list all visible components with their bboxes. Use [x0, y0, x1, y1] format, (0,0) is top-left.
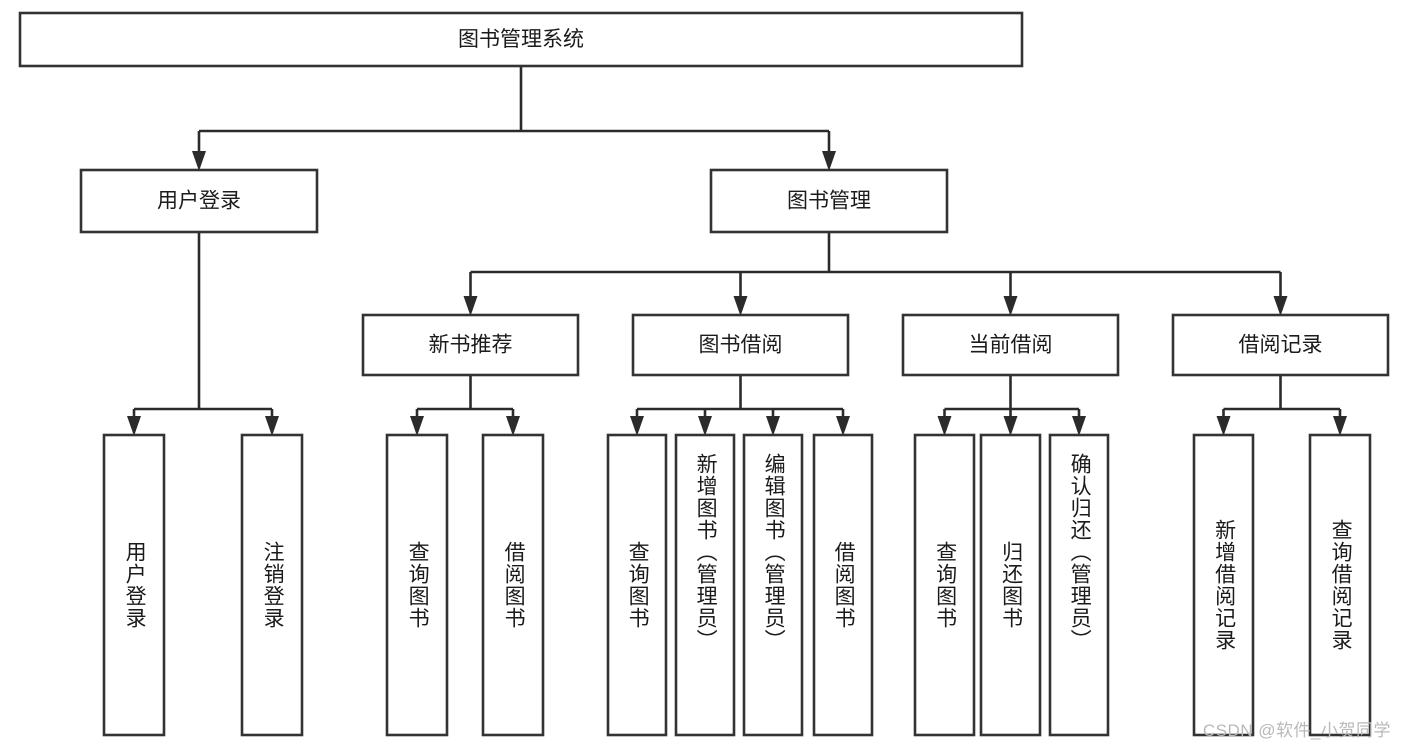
csdn-watermark: CSDN @软件_小贺同学	[1202, 721, 1391, 740]
arrow-head-icon-leaf-query-book-current	[937, 416, 952, 436]
node-box-leaf-add-borrow-record[interactable]	[1192, 433, 1255, 737]
arrow-head-icon-leaf-query-borrow-record	[1333, 416, 1347, 436]
arrow-head-icon-leaf-query-book-recommend	[410, 416, 424, 436]
arrow-head-icon-borrow-record	[1273, 296, 1288, 316]
node-box-leaf-confirm-return[interactable]	[1048, 433, 1110, 737]
node-box-leaf-user-login[interactable]	[102, 433, 166, 737]
node-box-user-login[interactable]	[79, 168, 319, 234]
node-box-book-management[interactable]	[709, 168, 949, 234]
node-label-user-login: 用户登录	[157, 190, 241, 213]
arrow-head-icon-new-book-recommend	[463, 296, 478, 316]
arrow-head-icon-leaf-user-login	[127, 416, 141, 436]
node-box-leaf-edit-book[interactable]	[742, 433, 804, 737]
node-label-book-management: 图书管理	[787, 190, 871, 213]
node-box-borrow-record[interactable]	[1171, 313, 1390, 377]
node-label-book-borrow: 图书借阅	[699, 334, 783, 357]
arrow-head-icon-leaf-edit-book	[766, 416, 780, 436]
arrow-head-icon-leaf-return-book	[1003, 416, 1018, 436]
node-box-leaf-query-book-recommend[interactable]	[385, 433, 449, 737]
node-box-leaf-borrow-book[interactable]	[812, 433, 874, 737]
node-box-leaf-user-logout[interactable]	[240, 433, 304, 737]
arrow-head-icon-current-borrow	[1003, 296, 1018, 316]
arrow-head-icon-leaf-borrow-book-recommend	[506, 416, 520, 436]
node-label-root: 图书管理系统	[458, 28, 584, 51]
node-box-leaf-query-book-borrow[interactable]	[606, 433, 668, 737]
arrow-head-icon-leaf-borrow-book	[836, 416, 850, 436]
arrow-head-icon-leaf-confirm-return	[1072, 416, 1086, 436]
node-box-current-borrow[interactable]	[901, 313, 1120, 377]
node-box-leaf-query-borrow-record[interactable]	[1308, 433, 1372, 737]
node-box-leaf-add-book[interactable]	[674, 433, 736, 737]
node-label-borrow-record: 借阅记录	[1239, 334, 1323, 357]
arrow-head-icon-leaf-add-book	[698, 416, 712, 436]
node-box-leaf-query-book-current[interactable]	[913, 433, 976, 737]
node-label-current-borrow: 当前借阅	[969, 334, 1053, 357]
arrow-head-icon-leaf-query-book-borrow	[630, 416, 644, 436]
arrow-head-icon-book-borrow	[733, 296, 748, 316]
arrow-head-icon-book-management	[822, 151, 836, 171]
node-box-leaf-borrow-book-recommend[interactable]	[481, 433, 545, 737]
node-box-new-book-recommend[interactable]	[361, 313, 580, 377]
arrow-head-icon-user-login	[192, 151, 206, 171]
node-box-leaf-return-book[interactable]	[979, 433, 1042, 737]
node-box-root[interactable]	[18, 11, 1024, 68]
node-box-book-borrow[interactable]	[631, 313, 850, 377]
node-box-layer	[18, 11, 1390, 737]
node-label-new-book-recommend: 新书推荐	[429, 334, 513, 357]
connector-layer	[127, 66, 1347, 436]
arrow-head-icon-leaf-user-logout	[265, 416, 279, 436]
arrow-head-icon-leaf-add-borrow-record	[1216, 416, 1231, 436]
